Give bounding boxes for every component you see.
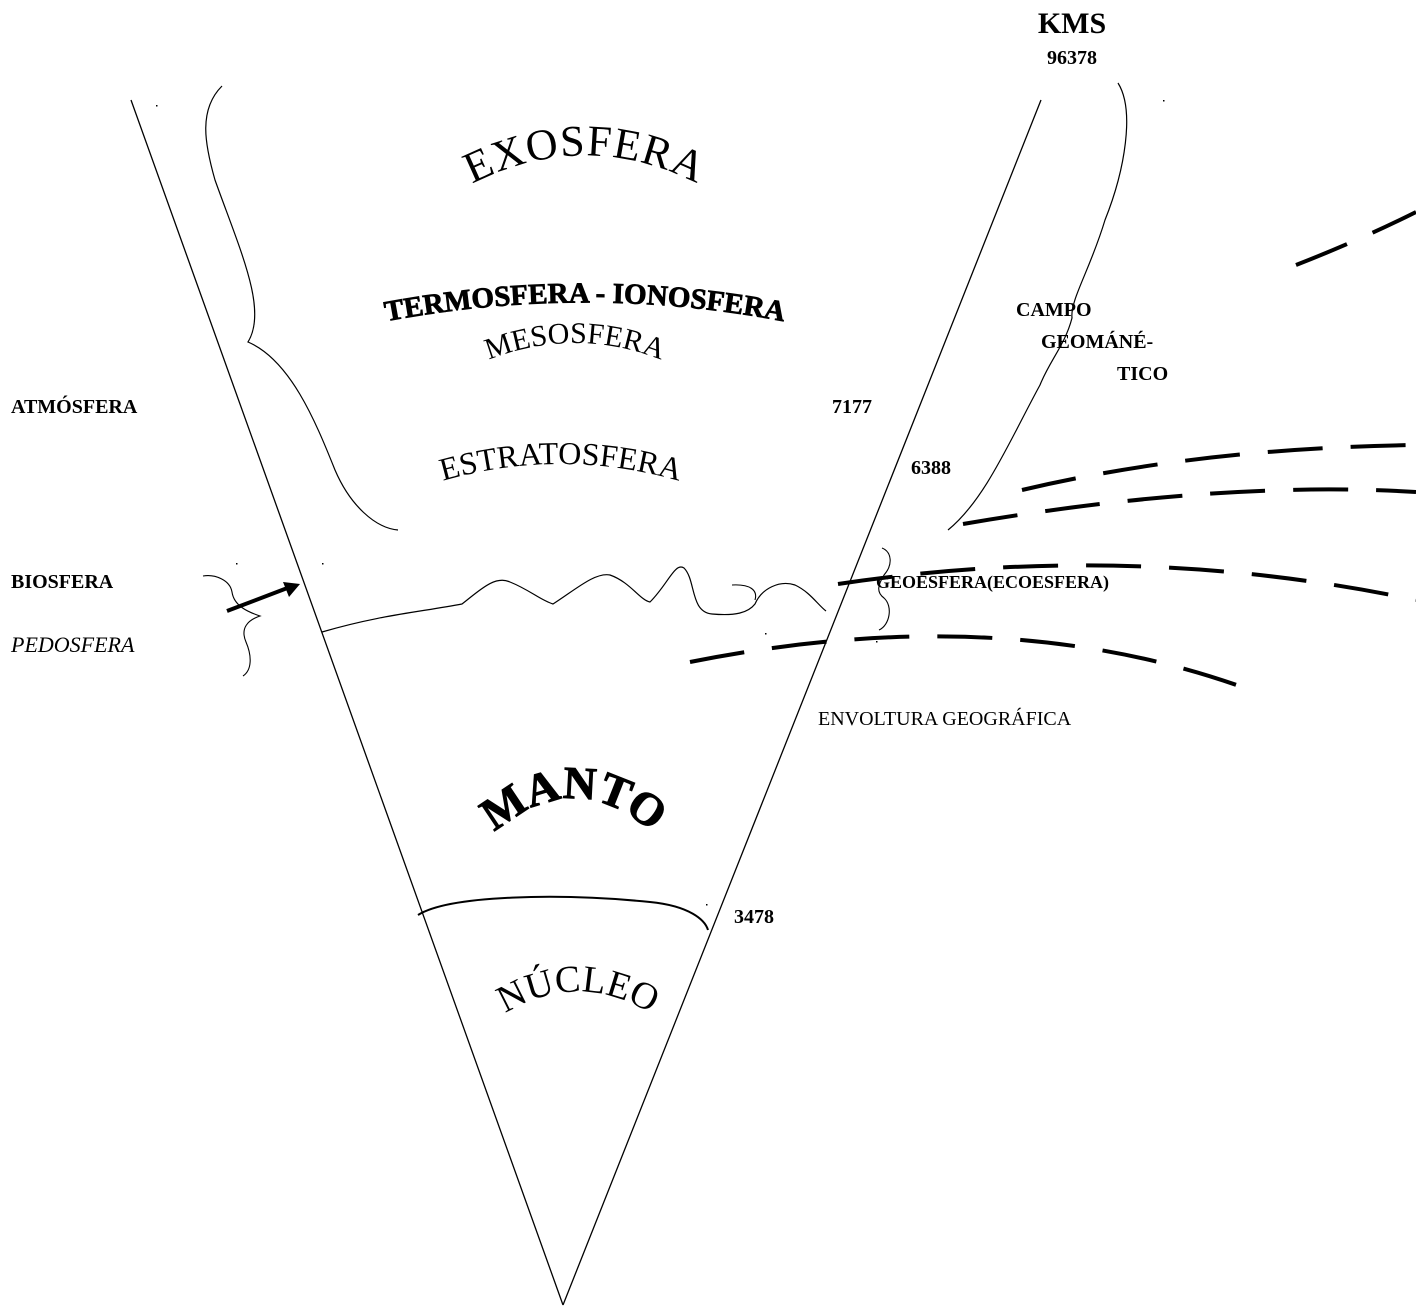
cone-left-edge [131,100,563,1305]
layer-exosfera-text: EXOSFERA [456,116,714,193]
label-pedosfera: PEDOSFERA [10,632,135,657]
specks [156,100,1165,906]
dashed-curve-3 [963,489,1416,524]
layer-mesosfera-text: MESOSFERA [480,317,670,367]
value-3478: 3478 [734,906,774,928]
unit-label: KMS [1038,7,1106,40]
layer-exosfera: EXOSFERA [456,116,714,193]
layer-nucleo-text: NÚCLEO [490,958,666,1021]
biosphere-arrow [227,587,290,611]
core-boundary-arc [418,897,708,930]
label-campo-line3: TICO [1117,363,1168,385]
label-envoltura: ENVOLTURA GEOGRÁFICA [818,707,1072,730]
label-atmosfera: ATMÓSFERA [11,394,138,418]
label-biosfera: BIOSFERA [11,571,114,593]
layer-manto: MANTO [471,757,677,840]
top-value: 96378 [1047,47,1097,69]
dashed-curve-5 [690,636,1245,688]
layer-manto-text: MANTO [471,757,677,840]
dashed-curve-top [1296,212,1416,265]
value-6388: 6388 [911,457,951,479]
dashed-curve-2 [1022,445,1416,490]
layer-estratosfera: ESTRATOSFERA [435,435,686,488]
pedosfera-brace [203,576,260,676]
label-campo-line1: CAMPO [1016,299,1092,321]
biosphere-wavy-line [322,567,826,632]
label-geoesfera: GEOESFERA(ECOESFERA) [876,572,1109,593]
label-campo-line2: GEOMÁNÉ- [1041,330,1153,353]
biosphere-hook [732,585,756,600]
atmosphere-brace [206,86,398,530]
dashed-curves [690,212,1416,688]
layer-nucleo: NÚCLEO [490,958,666,1021]
layer-estratosfera-text: ESTRATOSFERA [435,435,686,488]
value-7177: 7177 [832,396,872,418]
layer-mesosfera: MESOSFERA [480,317,670,367]
